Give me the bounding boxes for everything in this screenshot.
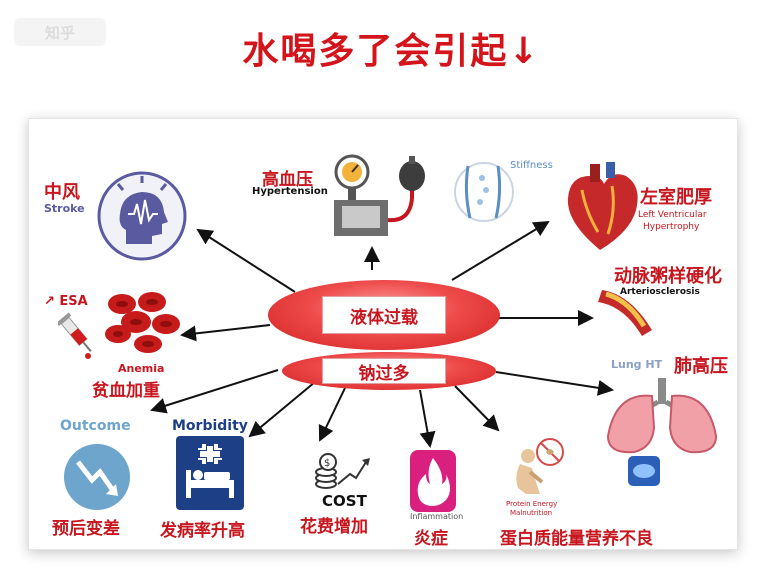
fluid-overload-label: 液体过载 [322,296,446,334]
artery-icon [598,290,652,336]
lvh-en-line1: Left Ventricular [638,210,707,220]
pem-zh: 蛋白质能量营养不良 [500,529,653,549]
arrow-lung [495,371,614,396]
cost-en: COST [322,492,367,510]
esa-en: ↗ ESA [44,294,88,309]
arrow-cost [318,387,346,442]
stiffness-en: Stiffness [510,160,553,171]
lvh-en-line2: Hypertrophy [643,222,700,232]
outcome-decline-icon [64,444,130,510]
arrow-inflammation [419,389,436,448]
hospital-bed-icon [176,436,244,510]
anemia-zh: 贫血加重 [92,381,160,401]
stroke-zh: 中风 [44,182,80,203]
blood-cells-icon [105,292,180,353]
morbidity-zh: 发病率升高 [160,521,245,541]
pem-en-line1: Protein Energy [506,500,558,508]
arterio-en: Arteriosclerosis [620,287,700,297]
arrow-outcome [150,369,279,414]
blood-pressure-gauge-icon [334,154,425,236]
lungs-icon [606,378,718,454]
flame-icon [410,450,456,512]
arrow-lvh [451,220,550,281]
inflammation-zh: 炎症 [414,529,448,549]
esa-text: ESA [59,294,88,309]
coins-rising-icon: $ [315,453,370,489]
lung-ht-zh: 肺高压 [674,356,728,377]
hypertension-en: Hypertension [252,186,328,197]
drug-box-icon [628,456,660,486]
hypertension-zh: 高血压 [262,170,313,190]
heart-icon [567,162,638,250]
arrow-morbidity [248,381,316,438]
arrow-anemia [180,324,271,342]
watermark: 知乎 [14,18,106,46]
lung-ht-en: Lung HT [611,358,663,371]
svg-text:$: $ [324,458,330,469]
anemia-en: Anemia [118,362,165,375]
head-brain-icon [97,171,187,261]
outcome-en: Outcome [60,418,131,434]
inflammation-en: Inflammation [410,512,464,521]
cost-zh: 花费增加 [300,517,368,537]
arrow-stroke [196,228,296,293]
vessel-stiffness-icon [454,162,514,222]
pem-en-line2: Malnutrition [510,509,553,517]
arterio-zh: 动脉粥样硬化 [614,266,722,287]
malnutrition-figure-icon [516,438,564,494]
page-title: 水喝多了会引起↓ [242,31,541,72]
outcome-zh: 预后变差 [52,519,120,539]
sodium-label: 钠过多 [322,358,446,384]
lvh-zh: 左室肥厚 [640,187,712,208]
stroke-en: Stroke [44,202,85,215]
syringe-icon [58,312,92,359]
morbidity-en: Morbidity [172,418,248,434]
arrow-pem [454,385,500,432]
